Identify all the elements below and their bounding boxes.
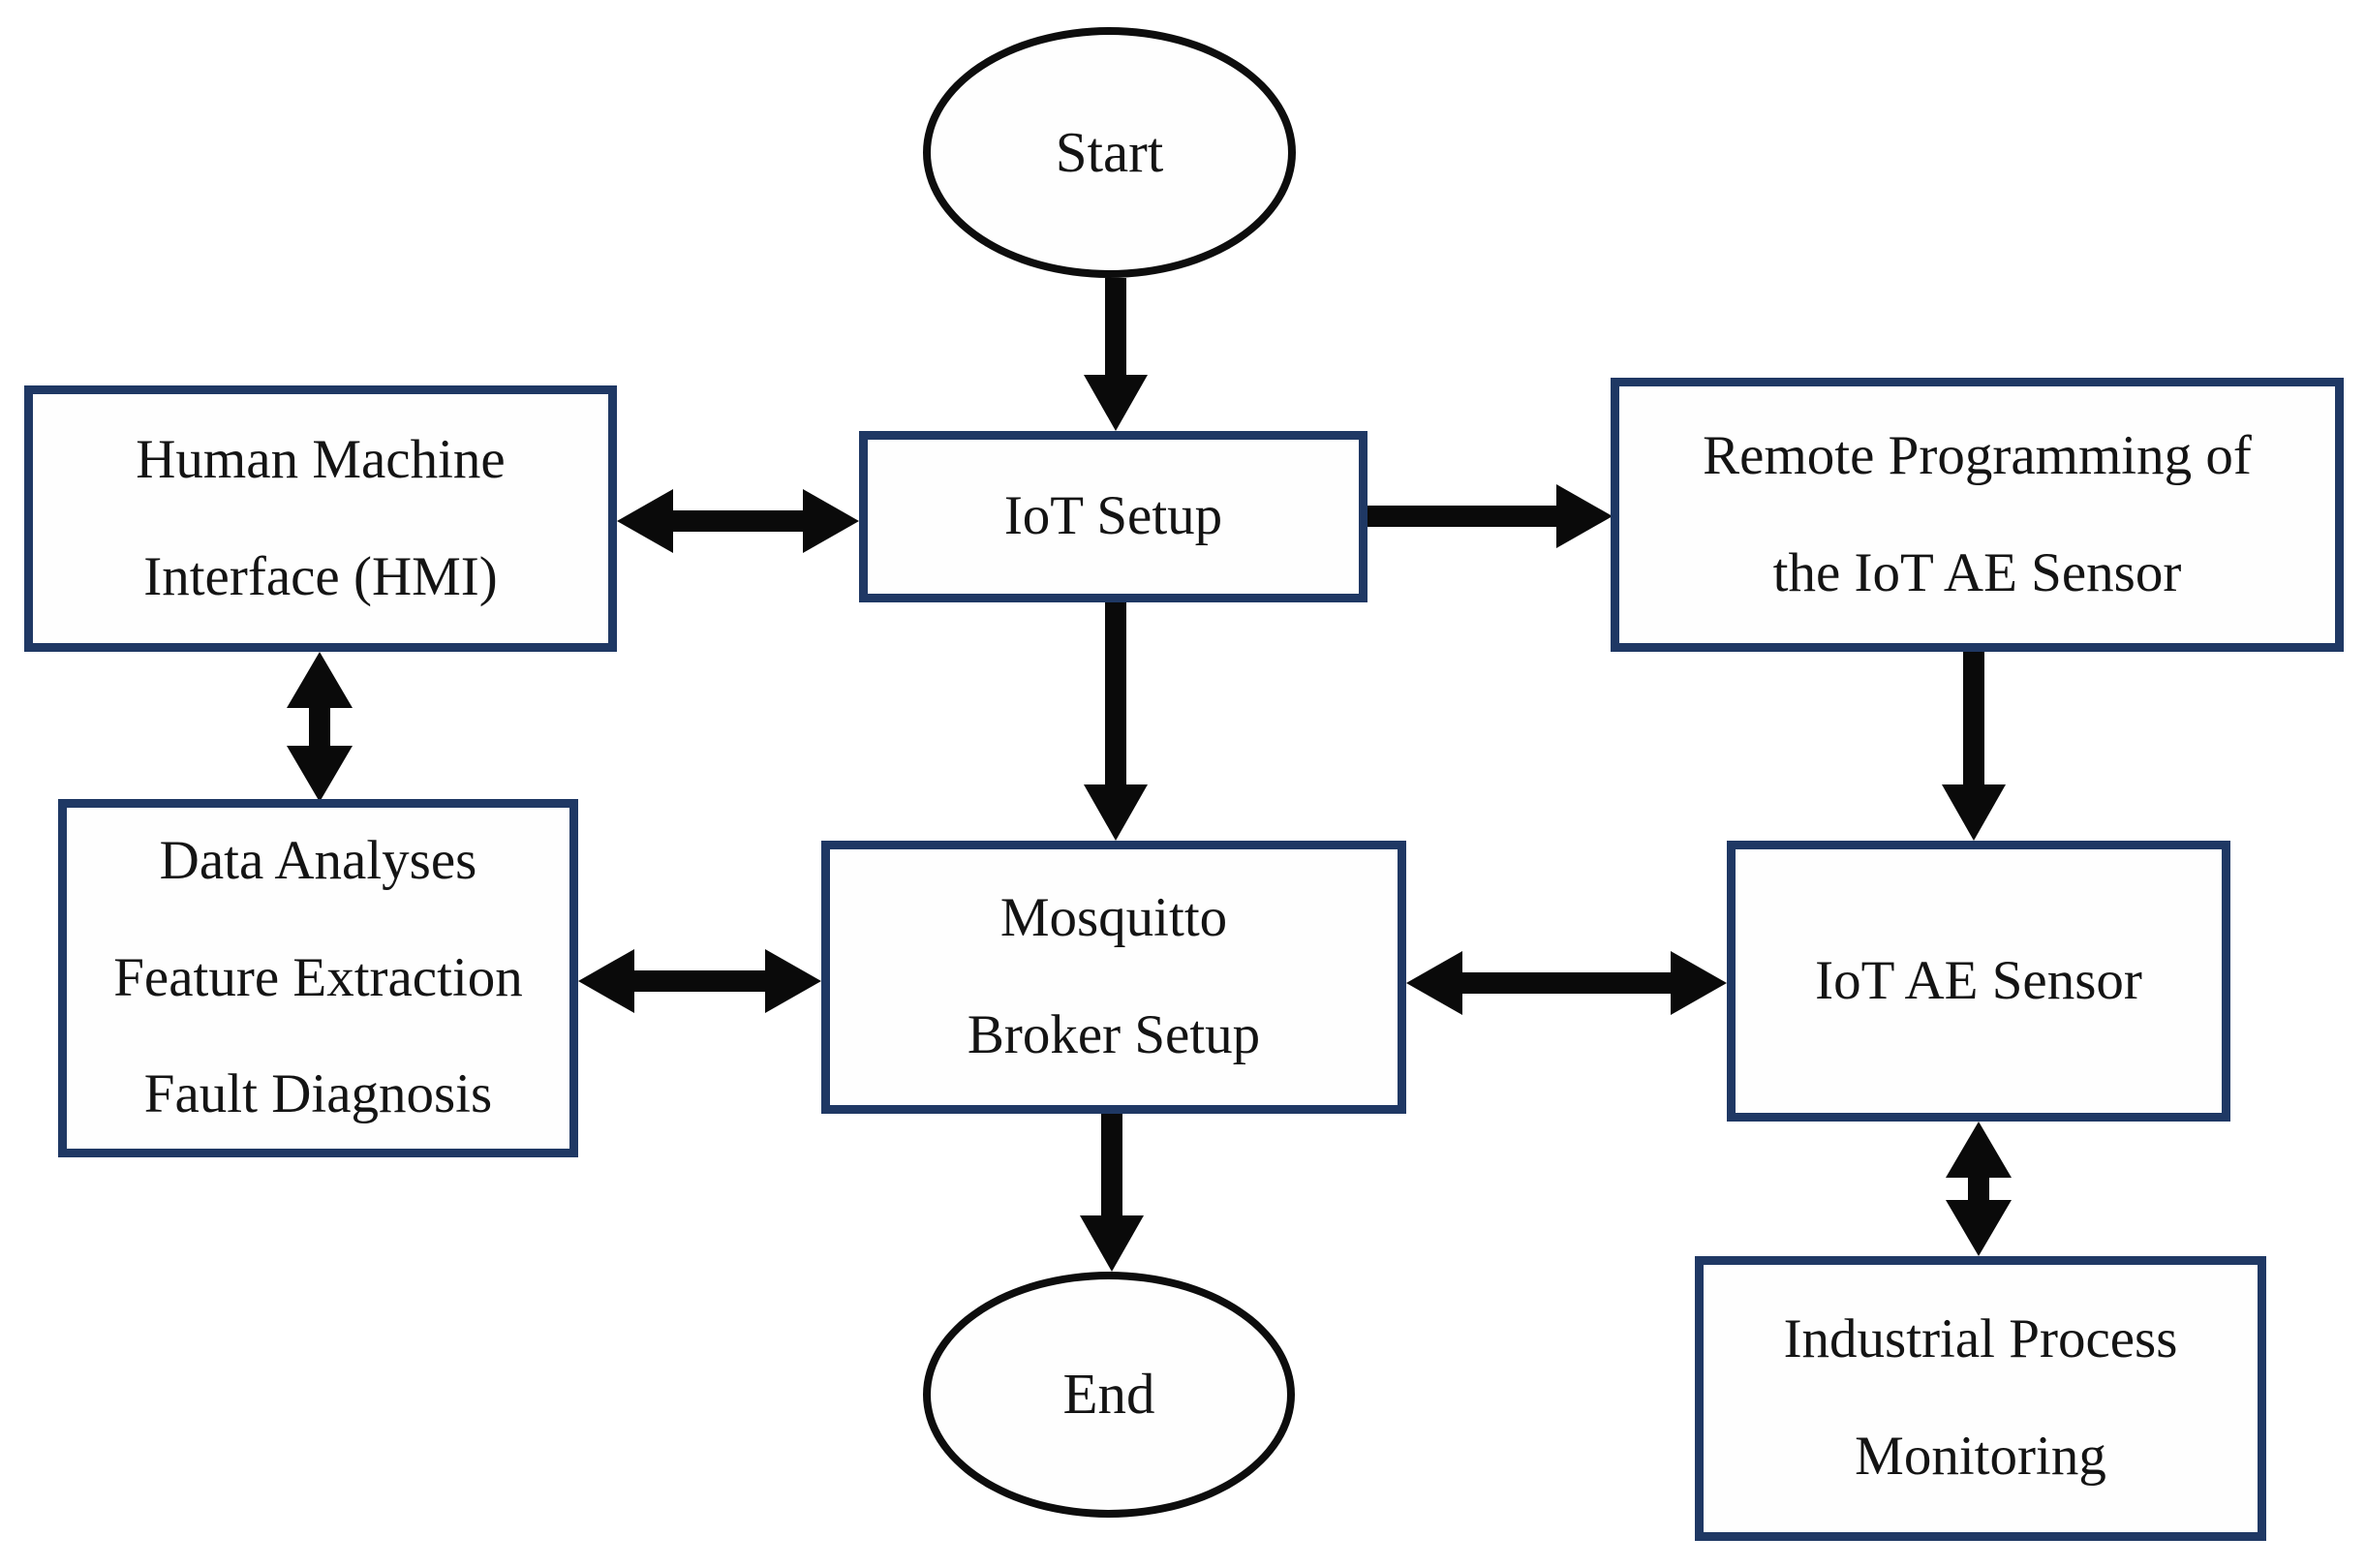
arrow-hmi-data-analyses-two-way (287, 652, 353, 802)
arrow-iot-ae-sensor-industrial-two-way (1946, 1122, 2012, 1256)
arrow-data-analyses-mosquitto-two-way (578, 949, 821, 1013)
arrow-iot-setup-to-mosquitto (1084, 602, 1148, 841)
arrow-start-to-iot-setup (1084, 278, 1148, 431)
node-hmi-label: Human Machine Interface (HMI) (136, 428, 506, 607)
node-iot-ae-sensor-label: IoT AE Sensor (1815, 949, 2142, 1011)
arrow-mosquitto-to-end (1080, 1114, 1144, 1272)
node-end-label: End (1062, 1362, 1155, 1427)
node-remote-programming-label: Remote Programming of the IoT AE Sensor (1703, 424, 2252, 603)
arrow-remote-programming-to-iot-ae-sensor (1942, 652, 2006, 841)
node-industrial-monitoring-label: Industrial Process Monitoring (1783, 1308, 2178, 1487)
flowchart-node-start: Start (923, 27, 1296, 278)
flowchart-node-hmi: Human Machine Interface (HMI) (24, 385, 617, 652)
arrow-hmi-iot-setup-two-way (617, 489, 859, 553)
node-mosquitto-label: Mosquitto Broker Setup (967, 887, 1261, 1065)
arrow-iot-setup-to-remote-programming (1367, 484, 1613, 548)
arrow-mosquitto-iot-ae-sensor-two-way (1406, 951, 1727, 1015)
flowchart-node-data-analyses: Data Analyses Feature Extraction Fault D… (58, 799, 578, 1157)
flowchart-node-industrial-monitoring: Industrial Process Monitoring (1695, 1256, 2266, 1541)
flowchart-node-end: End (923, 1272, 1295, 1518)
node-iot-setup-label: IoT Setup (1003, 485, 1223, 547)
node-data-analyses-label: Data Analyses Feature Extraction Fault D… (113, 829, 523, 1125)
flowchart-node-remote-programming: Remote Programming of the IoT AE Sensor (1611, 378, 2344, 652)
flowchart-node-iot-ae-sensor: IoT AE Sensor (1727, 841, 2230, 1122)
flowchart-node-iot-setup: IoT Setup (859, 431, 1367, 602)
node-start-label: Start (1055, 119, 1164, 184)
flowchart-node-mosquitto: Mosquitto Broker Setup (821, 841, 1406, 1114)
